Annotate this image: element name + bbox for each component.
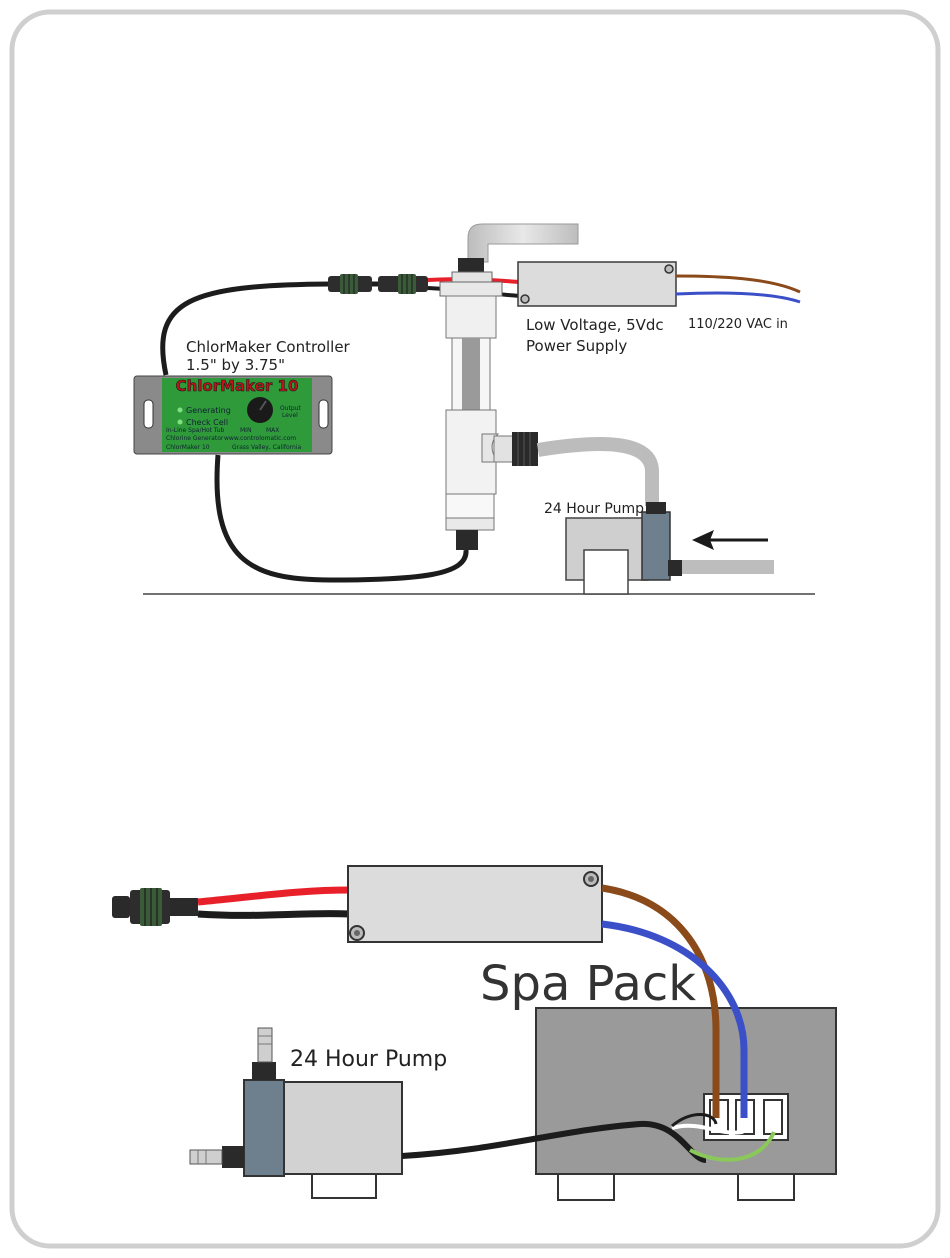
spa-pack-label: Spa Pack (480, 956, 696, 1012)
power-supply-bottom (348, 866, 602, 942)
controller-cable-bottom (217, 455, 466, 580)
pump-label-top: 24 Hour Pump (544, 501, 644, 517)
footer-left-2: Chlorine Generator (166, 435, 224, 442)
power-supply-label-line1: Low Voltage, 5Vdc (526, 316, 664, 334)
controller-brand: ChlorMaker 10 (176, 377, 299, 395)
power-supply-top (518, 262, 676, 306)
spa-pack (536, 1008, 836, 1200)
check-cell-led-icon (178, 420, 183, 425)
top-diagram: ChlorMaker 10 Generating Check Cell MIN … (134, 224, 815, 594)
cable-connector-bottom (112, 888, 198, 926)
footer-right-2: Grass Valley, California (232, 444, 301, 451)
cable-connector-1 (328, 274, 372, 294)
red-wire-bottom (198, 890, 350, 902)
output-level-2: Level (282, 412, 298, 419)
chlormaker-controller: ChlorMaker 10 Generating Check Cell MIN … (134, 376, 332, 454)
controller-label-line2: 1.5" by 3.75" (186, 356, 285, 374)
generating-led-icon (178, 408, 183, 413)
indicator-generating: Generating (186, 406, 231, 415)
footer-right-1: www.controlomatic.com (224, 435, 296, 442)
ac-in-label: 110/220 VAC in (688, 317, 788, 332)
pump-hose-top (538, 444, 652, 506)
black-wire-bottom (198, 914, 350, 916)
output-level-1: Output (280, 405, 301, 412)
power-supply-label-line2: Power Supply (526, 337, 627, 355)
flow-arrow (692, 530, 768, 550)
brown-wire-top (676, 276, 800, 292)
controller-label-line1: ChlorMaker Controller (186, 338, 351, 356)
bottom-diagram: Spa Pack 24 Hour Pump (112, 866, 836, 1200)
footer-left-1: In-Line Spa/Hot Tub (166, 427, 224, 434)
cable-connector-2 (378, 274, 428, 294)
blue-wire-top (676, 293, 800, 302)
indicator-check-cell: Check Cell (186, 418, 228, 427)
dial-min: MIN (240, 427, 251, 434)
footer-left-3: ChlorMaker 10 (166, 444, 210, 451)
dial-max: MAX (266, 427, 279, 434)
pump-label-bottom: 24 Hour Pump (290, 1047, 447, 1072)
